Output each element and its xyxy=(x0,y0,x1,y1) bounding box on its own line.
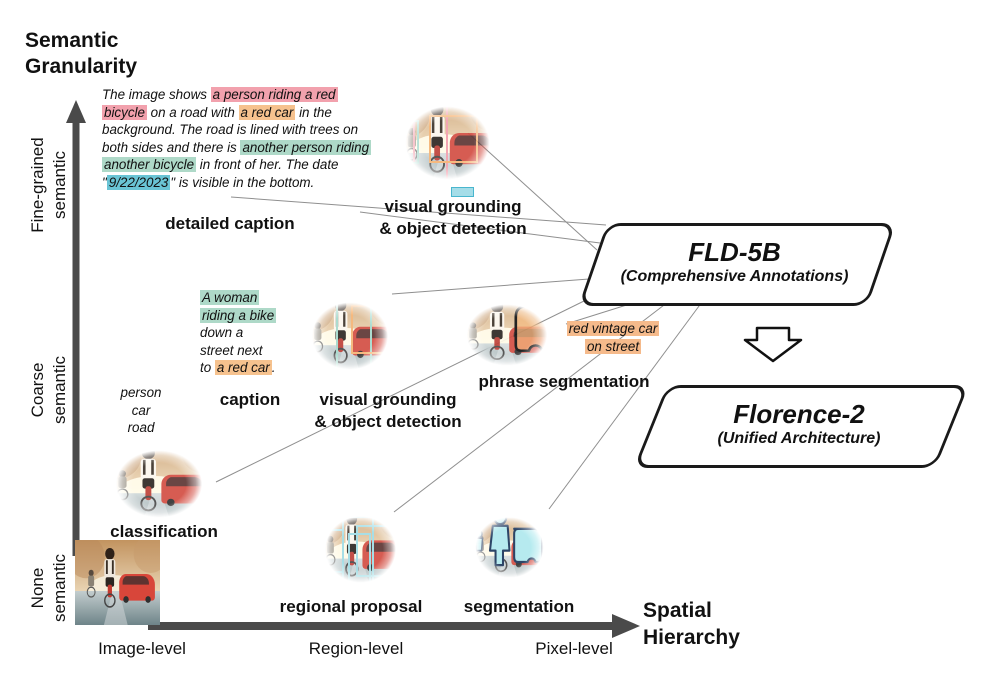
person-bbox-pink xyxy=(413,98,449,189)
figure-title-line1: Semantic xyxy=(25,29,119,52)
highlighted-phrase: A woman xyxy=(200,290,260,305)
y-axis-arrowhead xyxy=(66,100,86,123)
x-axis-title: Spatial Hierarchy xyxy=(643,597,740,651)
segmentation-photo xyxy=(463,506,556,589)
caption-line: down a xyxy=(200,324,310,342)
vg-top-label: visual grounding & object detection xyxy=(353,196,553,240)
x-tick-image-level: Image-level xyxy=(98,639,186,658)
vg-top-label-line2: & object detection xyxy=(379,219,527,238)
caption-label: caption xyxy=(219,390,281,409)
plain-text: in front of her. The date " xyxy=(102,157,339,190)
highlighted-phrase: 9/22/2023 xyxy=(106,174,171,190)
plain-text: The image shows xyxy=(102,87,211,102)
phrase-text: red vintage car on street xyxy=(552,320,674,355)
segment-masks xyxy=(474,509,544,567)
car-segment-outline xyxy=(514,304,553,353)
y-label-coarse: Coarse semantic xyxy=(27,315,71,465)
x-tick-pixel-level: Pixel-level xyxy=(535,639,613,658)
vg-mid-label: visual grounding & object detection xyxy=(288,389,488,433)
vg-mid-photo xyxy=(298,290,402,382)
connector-lines xyxy=(215,132,703,513)
caption-line: to a red car. xyxy=(200,359,310,377)
proposal-bbox xyxy=(355,524,403,578)
tag-person: person xyxy=(120,385,162,400)
vg-top-photo xyxy=(390,93,505,193)
regional-proposal-label: regional proposal xyxy=(279,597,423,616)
y-label-text: None xyxy=(28,567,47,609)
phrase-seg-photo xyxy=(452,293,562,377)
plain-text: " is visible in the bottom. xyxy=(170,174,315,190)
classification-tags: person car road xyxy=(101,384,181,437)
phrase-text-line1: red vintage car xyxy=(552,320,674,338)
caption-line: street next xyxy=(200,342,310,360)
caption-line: riding a bike xyxy=(200,307,310,325)
plain-text: in the background. The road is lined wit… xyxy=(102,104,359,155)
segmentation-label: segmentation xyxy=(463,597,575,616)
plain-text: street next xyxy=(200,342,263,358)
florence2-title: Florence-2 xyxy=(733,398,865,429)
vg-mid-label-line2: & object detection xyxy=(314,412,462,431)
detailed-caption-label: detailed caption xyxy=(165,214,295,233)
vg-mid-label-line1: visual grounding xyxy=(319,390,457,409)
regional-proposal-photo xyxy=(312,504,409,595)
highlighted-phrase: a red car xyxy=(238,104,296,120)
cyclist-bbox-teal xyxy=(396,120,420,164)
down-arrow-icon xyxy=(743,326,803,363)
x-axis-title-line2: Hierarchy xyxy=(643,626,740,649)
street-scene-image xyxy=(100,438,218,530)
detailed-caption-text: The image shows a person riding a red bi… xyxy=(102,86,378,191)
plain-text: to xyxy=(200,360,215,375)
plain-text: down a xyxy=(200,325,244,340)
y-label-text: semantic xyxy=(50,355,69,425)
x-axis-title-line1: Spatial xyxy=(643,599,712,622)
y-label-text: semantic xyxy=(50,150,69,220)
car-bbox-orange xyxy=(351,304,401,354)
vg-top-label-line1: visual grounding xyxy=(384,197,522,216)
proposal-bbox xyxy=(321,528,345,573)
florence2-subtitle: (Unified Architecture) xyxy=(717,429,881,447)
x-axis-arrowhead xyxy=(612,614,640,638)
plain-text: on a road with xyxy=(146,104,239,120)
fld5b-subtitle: (Comprehensive Annotations) xyxy=(620,267,849,285)
car-bbox-orange xyxy=(429,115,478,163)
phrase-text-line2: on street xyxy=(552,338,674,356)
plain-text: . xyxy=(271,360,276,375)
caption-line: A woman xyxy=(200,289,310,307)
y-label-fine-grained: Fine-grained semantic xyxy=(27,110,71,260)
x-axis-shaft xyxy=(148,622,614,630)
source-image-thumbnail xyxy=(75,540,160,625)
person-bbox-teal xyxy=(336,292,372,382)
proposal-bbox xyxy=(347,533,372,585)
proposal-bbox xyxy=(342,515,375,590)
highlighted-phrase: a red car xyxy=(214,360,272,375)
fld5b-box-text: FLD-5B (Comprehensive Annotations) xyxy=(592,223,877,300)
y-label-text: Coarse xyxy=(28,362,47,418)
street-scene-image xyxy=(75,540,160,625)
phrase-highlight: red vintage car xyxy=(566,321,660,336)
y-axis-shaft xyxy=(72,118,80,556)
x-tick-region-level: Region-level xyxy=(308,639,404,658)
tag-car: car xyxy=(131,402,151,418)
date-region-box xyxy=(451,187,474,197)
classification-photo xyxy=(100,438,218,530)
classification-label: classification xyxy=(110,522,218,541)
highlighted-phrase: riding a bike xyxy=(200,307,277,323)
phrase-highlight: on street xyxy=(584,338,642,354)
figure-title-line2: Granularity xyxy=(25,55,138,78)
fld5b-title: FLD-5B xyxy=(688,236,781,267)
tag-road: road xyxy=(127,420,155,435)
florence2-box-text: Florence-2 (Unified Architecture) xyxy=(650,385,948,462)
y-label-text: Fine-grained xyxy=(28,137,47,233)
figure-title: Semantic Granularity xyxy=(25,28,137,80)
phrase-seg-label: phrase segmentation xyxy=(478,372,650,391)
